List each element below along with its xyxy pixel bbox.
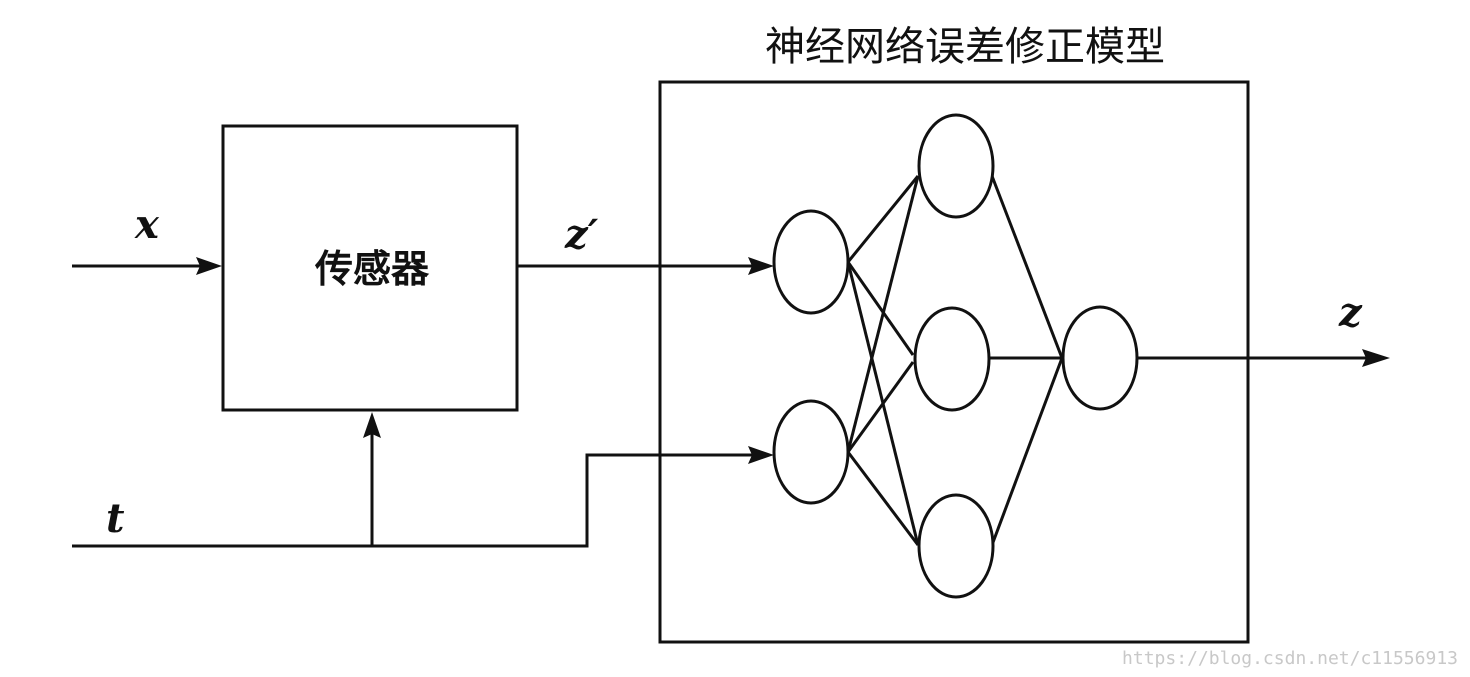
input-t-line [72,453,760,548]
connection-edge [846,261,915,356]
input-x-arrowhead [196,257,222,275]
hidden-neuron-1 [917,113,995,219]
sensor-output-arrowhead [748,257,774,275]
model-title: 神经网络误差修正模型 [765,24,1165,70]
input-t-arrowhead [748,446,774,464]
connection-edge [846,451,920,546]
sensor-label: 传感器 [314,247,430,291]
connection-edge [990,175,1064,359]
connection-edge [846,175,920,453]
sensor-output-label: z′ [564,211,599,258]
connection-edge [990,357,1064,546]
sensor-block [221,124,519,412]
hidden-neuron-3 [917,493,995,599]
input-neuron-2 [772,399,850,505]
connection-edge [846,361,915,453]
model-output-arrowhead [1362,349,1390,367]
t-to-sensor-arrowhead [363,412,381,438]
input-x-label: x [134,201,160,248]
output-neuron [1061,305,1139,411]
watermark-text: https://blog.csdn.net/c11556913 [1122,648,1458,669]
connection-edge [846,175,920,263]
model-output-label: z [1338,289,1363,336]
input-neuron-1 [772,209,850,315]
hidden-neuron-2 [913,306,991,412]
input-t-label: t [106,495,125,542]
